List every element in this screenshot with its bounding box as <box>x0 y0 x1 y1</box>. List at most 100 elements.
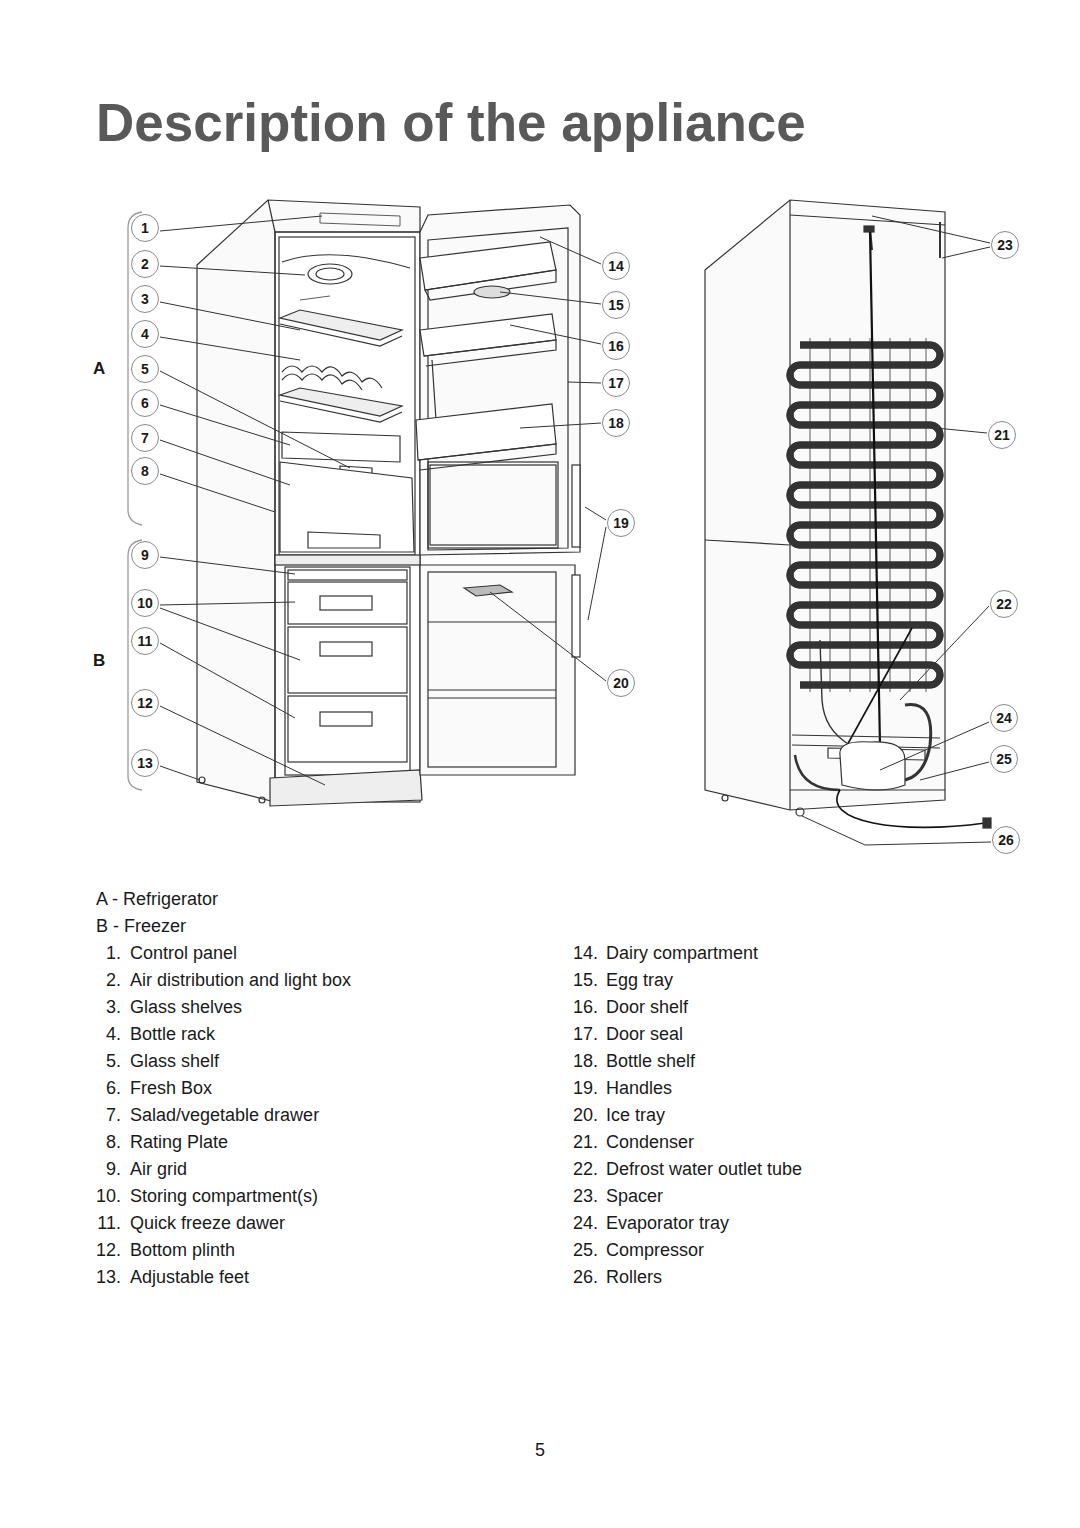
part-name: Handles <box>606 1077 672 1099</box>
callout-circle: 16 <box>602 332 630 360</box>
part-number: 8. <box>86 1131 121 1153</box>
part-name: Condenser <box>606 1131 694 1153</box>
callout-circle: 9 <box>131 541 159 569</box>
part-number: 18. <box>563 1050 598 1072</box>
callout-circle: 20 <box>607 669 635 697</box>
part-name: Glass shelves <box>130 996 242 1018</box>
callout-circle: 5 <box>131 355 159 383</box>
callout-number: 9 <box>141 547 149 563</box>
callout-number: 11 <box>138 633 153 649</box>
callout-number: 8 <box>141 463 149 479</box>
part-name: Ice tray <box>606 1104 665 1126</box>
callout-circle: 23 <box>991 231 1019 259</box>
part-number: 4. <box>86 1023 121 1045</box>
part-number: 13. <box>86 1266 121 1288</box>
callout-number: 4 <box>141 326 149 342</box>
part-name: Air grid <box>130 1158 187 1180</box>
callout-circle: 11 <box>131 627 159 655</box>
back-view <box>705 200 991 828</box>
part-name: Door seal <box>606 1023 683 1045</box>
callout-number: 23 <box>997 237 1013 253</box>
part-number: 10. <box>86 1185 121 1207</box>
part-name: Quick freeze dawer <box>130 1212 285 1234</box>
front-view <box>197 200 580 806</box>
callout-number: 19 <box>613 515 629 531</box>
page-title: Description of the appliance <box>96 92 806 153</box>
callout-circle: 13 <box>131 749 159 777</box>
part-number: 12. <box>86 1239 121 1261</box>
section-letter: A <box>93 358 113 380</box>
callout-number: 20 <box>613 675 629 691</box>
part-name: Defrost water outlet tube <box>606 1158 802 1180</box>
part-name: Adjustable feet <box>130 1266 249 1288</box>
part-name: Door shelf <box>606 996 688 1018</box>
callout-number: 14 <box>608 258 624 274</box>
section-letter: B <box>93 650 113 672</box>
part-number: 1. <box>86 942 121 964</box>
callout-circle: 12 <box>131 689 159 717</box>
part-number: 23. <box>563 1185 598 1207</box>
callout-circle: 25 <box>990 745 1018 773</box>
callout-circle: 8 <box>131 457 159 485</box>
part-number: 17. <box>563 1023 598 1045</box>
part-number: 3. <box>86 996 121 1018</box>
part-name: Bottle rack <box>130 1023 215 1045</box>
callout-number: 16 <box>608 338 624 354</box>
callout-circle: 4 <box>131 320 159 348</box>
callout-circle: 22 <box>990 590 1018 618</box>
callout-number: 3 <box>141 291 149 307</box>
part-number: 2. <box>86 969 121 991</box>
part-number: 15. <box>563 969 598 991</box>
part-name: Compressor <box>606 1239 704 1261</box>
callout-circle: 10 <box>131 589 159 617</box>
callout-number: 18 <box>608 415 624 431</box>
part-name: Glass shelf <box>130 1050 219 1072</box>
callout-number: 25 <box>996 751 1012 767</box>
callout-circle: 7 <box>131 424 159 452</box>
callout-circle: 17 <box>602 369 630 397</box>
part-number: 22. <box>563 1158 598 1180</box>
part-name: Storing compartment(s) <box>130 1185 318 1207</box>
part-number: 20. <box>563 1104 598 1126</box>
part-number: 11. <box>86 1212 121 1234</box>
callout-number: 6 <box>141 395 149 411</box>
part-number: 25. <box>563 1239 598 1261</box>
part-number: 16. <box>563 996 598 1018</box>
part-number: 6. <box>86 1077 121 1099</box>
callout-number: 7 <box>141 430 149 446</box>
callout-circle: 14 <box>602 252 630 280</box>
callout-circle: 2 <box>131 250 159 278</box>
part-number: 19. <box>563 1077 598 1099</box>
part-name: Spacer <box>606 1185 663 1207</box>
part-name: Bottle shelf <box>606 1050 695 1072</box>
part-number: 14. <box>563 942 598 964</box>
callout-number: 22 <box>996 596 1012 612</box>
part-name: Evaporator tray <box>606 1212 729 1234</box>
callout-circle: 19 <box>607 509 635 537</box>
callout-circle: 26 <box>992 826 1020 854</box>
callout-circle: 21 <box>988 421 1016 449</box>
callout-number: 12 <box>137 695 153 711</box>
callout-circle: 1 <box>131 214 159 242</box>
part-name: Rollers <box>606 1266 662 1288</box>
callout-number: 24 <box>996 710 1012 726</box>
callout-number: 10 <box>137 595 153 611</box>
callout-circle: 3 <box>131 285 159 313</box>
part-number: 9. <box>86 1158 121 1180</box>
part-name: Bottom plinth <box>130 1239 235 1261</box>
callout-circle: 18 <box>602 409 630 437</box>
callout-number: 21 <box>994 427 1010 443</box>
callout-number: 26 <box>998 832 1014 848</box>
part-number: 26. <box>563 1266 598 1288</box>
part-number: 7. <box>86 1104 121 1126</box>
callout-number: 13 <box>137 755 153 771</box>
callout-number: 15 <box>608 297 624 313</box>
part-number: 24. <box>563 1212 598 1234</box>
callout-circle: 6 <box>131 389 159 417</box>
section-legend: A - Refrigerator <box>96 888 218 910</box>
part-name: Dairy compartment <box>606 942 758 964</box>
leader-lines <box>160 216 991 845</box>
part-number: 21. <box>563 1131 598 1153</box>
